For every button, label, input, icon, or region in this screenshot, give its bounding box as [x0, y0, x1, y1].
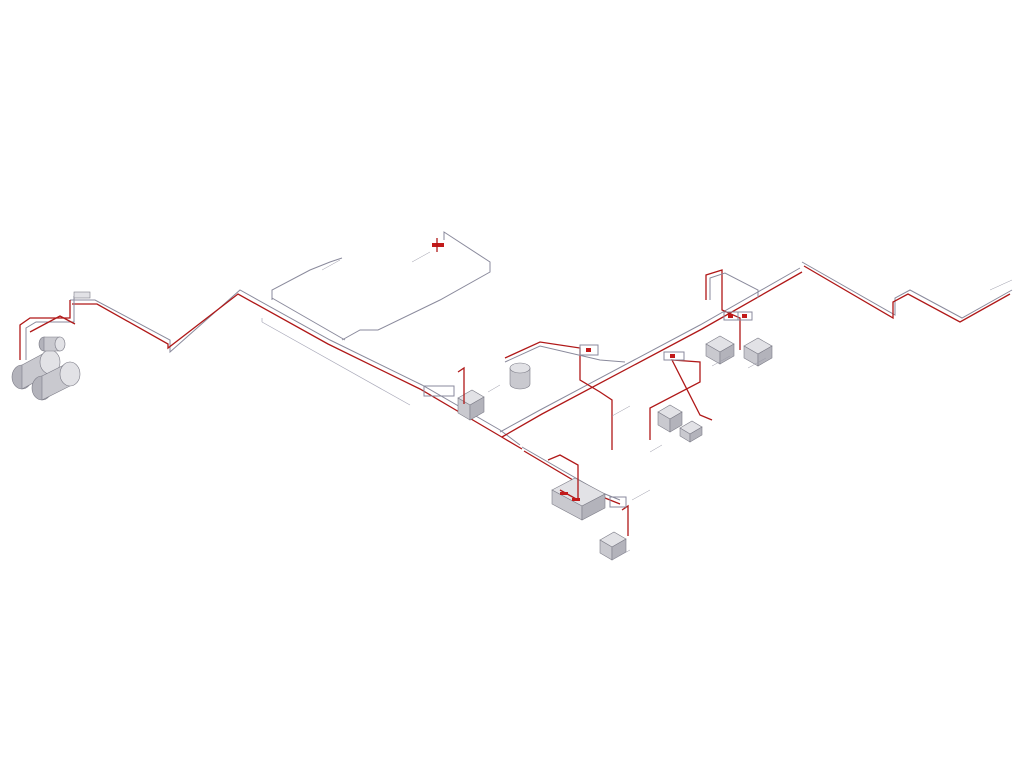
valve-station-c	[609, 496, 627, 508]
return-main-west	[70, 289, 521, 446]
unit-b	[599, 531, 627, 561]
east-unit-returns	[709, 272, 759, 300]
unit-c	[657, 404, 683, 433]
valve-group-north	[432, 243, 444, 247]
boiler-2	[31, 361, 81, 401]
annotation-leaders	[321, 251, 1013, 561]
valve-station-d	[663, 351, 685, 361]
north-loop-inner	[341, 231, 491, 341]
boiler-header	[29, 315, 76, 333]
unit-a-feed	[457, 366, 465, 404]
tank-loop	[504, 341, 613, 450]
valve-station-b	[579, 344, 599, 356]
boiler-supply-riser	[19, 300, 71, 360]
unit-b-feed	[621, 504, 629, 536]
air-handler	[547, 454, 606, 521]
valve-station-a	[423, 385, 455, 397]
supply-main-west	[72, 293, 523, 450]
valve-station-f	[737, 311, 753, 321]
east-loop	[649, 359, 713, 440]
main-trunk-pipes	[70, 261, 1013, 505]
supply-main-east	[501, 271, 803, 438]
buffer-tank	[509, 362, 531, 390]
expansion-tank	[38, 336, 66, 352]
return-far-east	[801, 261, 1013, 319]
east-unit-feeds	[705, 269, 741, 350]
east-equipment	[649, 269, 773, 443]
tank-loop-return	[504, 345, 626, 363]
supply-far-east	[803, 265, 1011, 323]
header-fitting	[73, 291, 91, 299]
air-handler-coil	[547, 454, 579, 502]
unit-a	[457, 389, 485, 421]
unit-d	[679, 420, 703, 443]
return-main-east	[499, 267, 801, 433]
valve-red-b	[586, 348, 591, 352]
boiler-return-riser	[25, 296, 75, 360]
unit-f	[743, 337, 773, 367]
boiler-plant	[11, 291, 91, 401]
north-loop-link	[271, 297, 346, 341]
dashed-return-line	[261, 321, 411, 406]
north-loop-outer	[271, 257, 343, 300]
north-loop-branch	[261, 231, 491, 406]
central-equipment	[423, 341, 626, 450]
unit-e	[705, 335, 735, 365]
